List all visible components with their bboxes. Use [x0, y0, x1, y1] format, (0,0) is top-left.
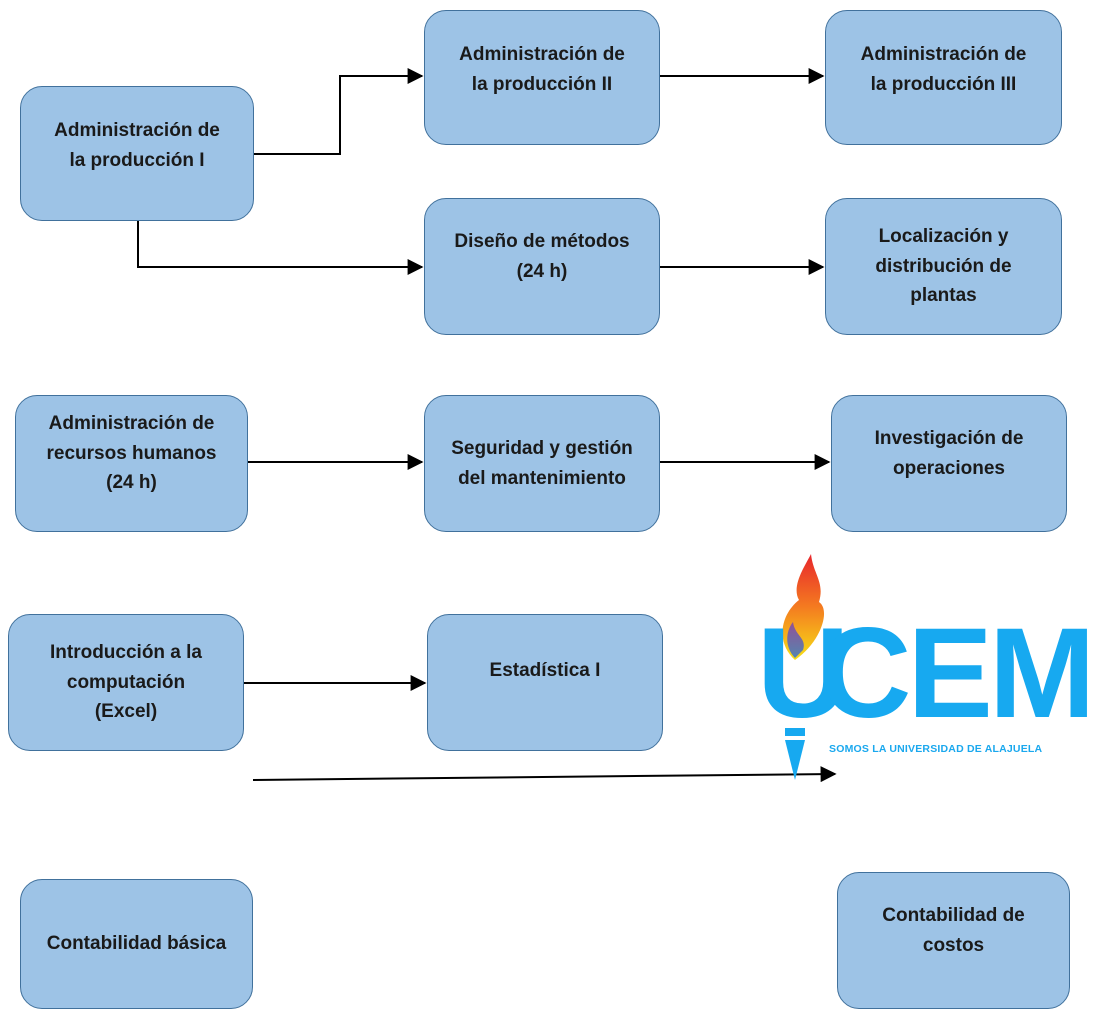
- node-admin-recursos-humanos: Administración de recursos humanos (24 h…: [15, 395, 248, 532]
- logo-tagline: SOMOS LA UNIVERSIDAD DE ALAJUELA: [829, 743, 1043, 755]
- edge-admin-prod-1-to-diseno-metodos: [137, 221, 424, 275]
- node-investigacion-operaciones: Investigación de operaciones: [831, 395, 1067, 532]
- ucem-logo: U CEM SOMOS LA UNIVERSIDAD DE ALAJUELA: [755, 552, 1105, 782]
- node-label: Introducción a la computación (Excel): [49, 642, 203, 723]
- node-admin-produccion-1: Administración de la producción I: [20, 86, 254, 221]
- node-label: Diseño de métodos (24 h): [454, 231, 630, 282]
- node-label: Administración de la producción II: [459, 44, 625, 95]
- node-estadistica: Estadística I: [427, 614, 663, 751]
- node-label: Administración de la producción I: [54, 120, 220, 171]
- edge-contabilidad-basica-to-contabilidad-costos: [252, 766, 837, 783]
- node-admin-produccion-3: Administración de la producción III: [825, 10, 1062, 145]
- node-label: Administración de la producción III: [860, 44, 1027, 95]
- node-contabilidad-basica: Contabilidad básica: [20, 879, 253, 1009]
- node-contabilidad-costos: Contabilidad de costos: [837, 872, 1070, 1009]
- node-label: Administración de recursos humanos (24 h…: [46, 413, 217, 494]
- node-admin-produccion-2: Administración de la producción II: [424, 10, 660, 145]
- node-label: Estadística I: [489, 659, 601, 681]
- node-label: Contabilidad básica: [46, 933, 227, 955]
- node-localizacion-distribucion: Localización y distribución de plantas: [825, 198, 1062, 335]
- torch-flame-icon: [782, 554, 825, 780]
- node-diseno-metodos: Diseño de métodos (24 h): [424, 198, 660, 335]
- node-seguridad-mantenimiento: Seguridad y gestión del mantenimiento: [424, 395, 660, 532]
- node-label: Localización y distribución de plantas: [875, 226, 1012, 307]
- node-intro-computacion: Introducción a la computación (Excel): [8, 614, 244, 751]
- logo-lettermark: U: [757, 602, 850, 745]
- edge-admin-prod-1-to-admin-prod-2: [254, 68, 424, 155]
- node-label: Seguridad y gestión del mantenimiento: [451, 438, 633, 489]
- logo-wordmark: CEM: [819, 602, 1095, 745]
- node-label: Contabilidad de costos: [882, 905, 1025, 956]
- node-label: Investigación de operaciones: [874, 428, 1024, 479]
